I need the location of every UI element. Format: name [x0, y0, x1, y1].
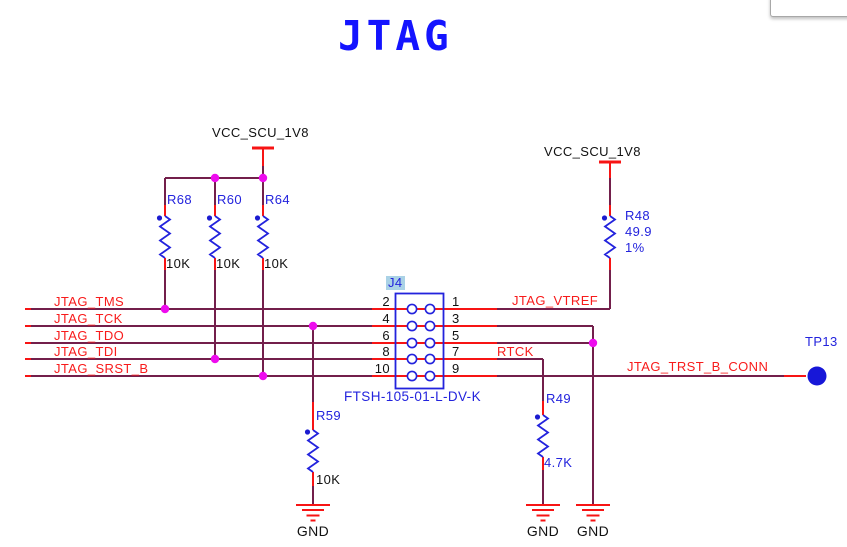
- pin-number-8: 8: [382, 344, 390, 359]
- pin1-circle-icon: [424, 303, 436, 315]
- gnd-label: GND: [296, 523, 330, 539]
- gnd-symbol-icon: [526, 503, 560, 522]
- resistor-r64-symbol: [256, 215, 270, 259]
- connector-part-number: FTSH-105-01-L-DV-K: [344, 389, 481, 404]
- r49-value: 4.7K: [544, 455, 573, 470]
- junction-dot: [210, 173, 220, 183]
- r59-value: 10K: [316, 472, 341, 487]
- pin-number-9: 9: [452, 361, 460, 376]
- r48-pin1-dot-icon: [601, 215, 608, 221]
- corner-window-fragment: [770, 0, 847, 17]
- pin6-circle-icon: [406, 337, 418, 349]
- r64-pin1-dot-icon: [254, 215, 261, 221]
- r48-value: 49.9: [625, 224, 652, 239]
- pin-number-2: 2: [382, 294, 390, 309]
- pin5-circle-icon: [424, 337, 436, 349]
- junction-dot: [160, 304, 170, 314]
- r59-ref: R59: [316, 408, 342, 423]
- r64-ref: R64: [265, 192, 291, 207]
- page-title: JTAG: [338, 12, 453, 60]
- junction-dots: [160, 173, 598, 381]
- net-label-jtag-vtref: JTAG_VTREF: [512, 293, 599, 308]
- pin2-circle-icon: [406, 303, 418, 315]
- vcc-left-label: VCC_SCU_1V8: [212, 125, 309, 140]
- resistor-r60-symbol: [208, 215, 222, 259]
- junction-dot: [258, 371, 268, 381]
- power-bars: [252, 146, 621, 164]
- r68-pin1-dot-icon: [156, 215, 163, 221]
- testpoint-tp13-ref: TP13: [805, 334, 838, 349]
- junction-dot: [258, 173, 268, 183]
- resistor-pin1-dots: [156, 215, 608, 435]
- resistor-r59-symbol: [306, 429, 320, 473]
- testpoint-tp13-icon: [807, 366, 827, 386]
- net-label-rtck: RTCK: [497, 344, 534, 359]
- pin-number-1: 1: [452, 294, 460, 309]
- pin-number-10: 10: [374, 361, 390, 376]
- pin10-circle-icon: [406, 370, 418, 382]
- stub-layer: [25, 149, 806, 486]
- r64-value: 10K: [264, 256, 289, 271]
- r60-pin1-dot-icon: [206, 215, 213, 221]
- r68-value: 10K: [166, 256, 191, 271]
- net-label-jtag-tdo: JTAG_TDO: [54, 328, 125, 343]
- gnd-label: GND: [576, 523, 610, 539]
- r48-tolerance: 1%: [625, 240, 645, 255]
- gnd-symbol-icon: [576, 503, 610, 522]
- gnd-symbol-icon: [296, 503, 330, 522]
- net-label-jtag-trst-b-conn: JTAG_TRST_B_CONN: [627, 359, 769, 374]
- junction-dot: [588, 338, 598, 348]
- junction-dot: [210, 354, 220, 364]
- connector-j4-body: [394, 292, 445, 390]
- r49-pin1-dot-icon: [534, 414, 541, 420]
- pin-number-7: 7: [452, 344, 460, 359]
- gnd-label: GND: [526, 523, 560, 539]
- r68-ref: R68: [167, 192, 193, 207]
- pin-number-6: 6: [382, 328, 390, 343]
- r60-ref: R60: [217, 192, 243, 207]
- pin-number-4: 4: [382, 311, 390, 326]
- net-label-jtag-srst-b: JTAG_SRST_B: [54, 361, 149, 376]
- net-label-jtag-tms: JTAG_TMS: [54, 294, 125, 309]
- r60-value: 10K: [216, 256, 241, 271]
- pin-number-3: 3: [452, 311, 460, 326]
- r48-ref: R48: [625, 208, 651, 223]
- pin8-circle-icon: [406, 353, 418, 365]
- connector-j4-ref: J4: [386, 275, 405, 290]
- net-label-jtag-tck: JTAG_TCK: [54, 311, 123, 326]
- gnd-symbols: [296, 503, 610, 522]
- resistor-symbols: [158, 215, 617, 473]
- r59-pin1-dot-icon: [304, 429, 311, 435]
- resistor-r48-symbol: [603, 215, 617, 259]
- wire-layer: [25, 165, 784, 504]
- connector-pin-circles: [406, 303, 436, 382]
- pin-number-5: 5: [452, 328, 460, 343]
- pin7-circle-icon: [424, 353, 436, 365]
- vcc-right-label: VCC_SCU_1V8: [544, 144, 641, 159]
- junction-dot: [308, 321, 318, 331]
- resistor-r68-symbol: [158, 215, 172, 259]
- resistor-r49-symbol: [536, 414, 550, 458]
- pin3-circle-icon: [424, 320, 436, 332]
- pin9-circle-icon: [424, 370, 436, 382]
- pin4-circle-icon: [406, 320, 418, 332]
- net-label-jtag-tdi: JTAG_TDI: [54, 344, 118, 359]
- r49-ref: R49: [546, 391, 572, 406]
